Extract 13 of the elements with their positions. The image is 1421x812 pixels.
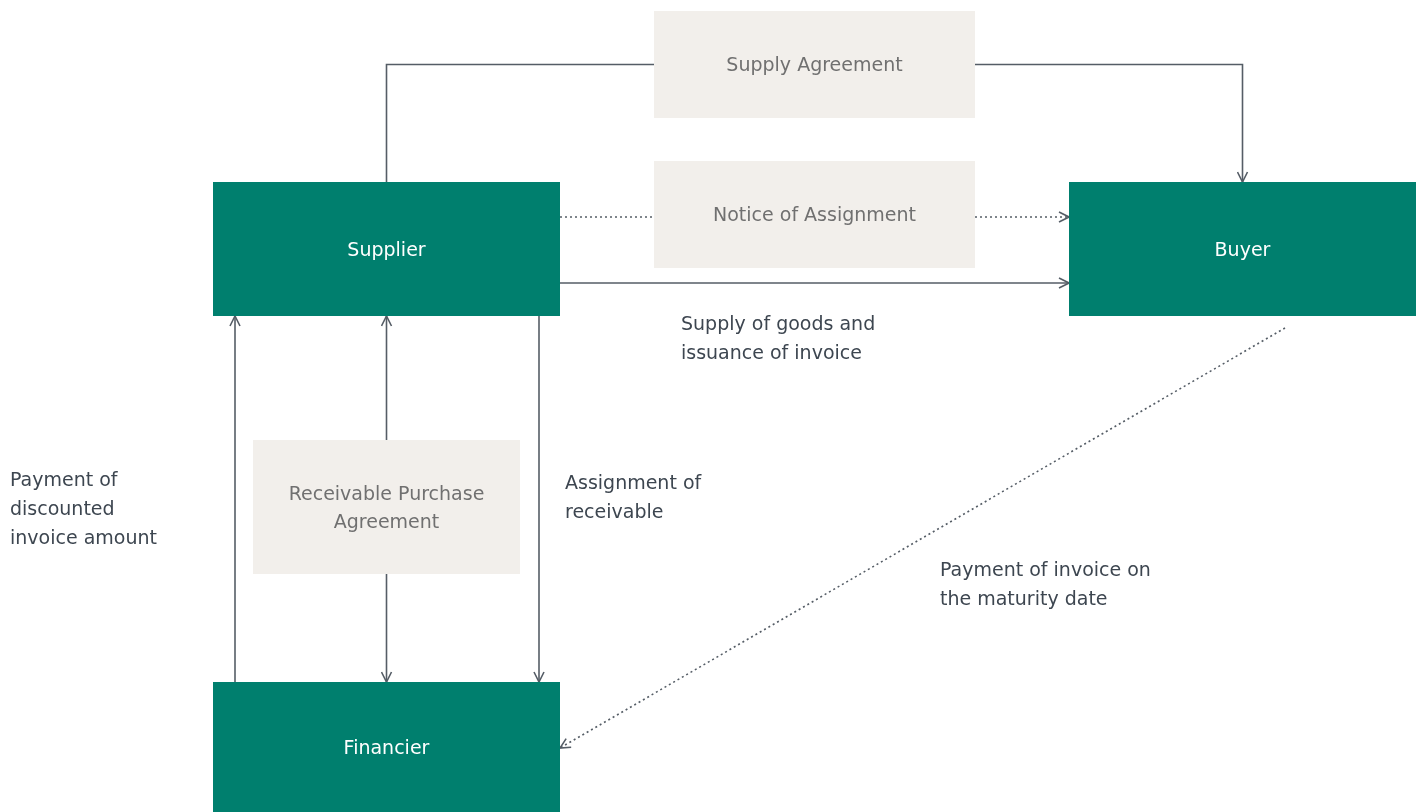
agreement-box: Supply Agreement [654,11,975,118]
agreement-box: Receivable Purchase Agreement [253,440,520,574]
party-box: Supplier [213,182,560,316]
arrow [533,315,545,683]
arrow [380,573,393,683]
dotted-arrow [559,327,1286,749]
agreement-box: Notice of Assignment [654,161,975,268]
arrow [974,63,1249,183]
party-box: Financier [213,682,560,812]
arrow [380,315,393,441]
arrow [559,277,1070,289]
arrow [229,315,241,683]
party-box: Buyer [1069,182,1416,316]
